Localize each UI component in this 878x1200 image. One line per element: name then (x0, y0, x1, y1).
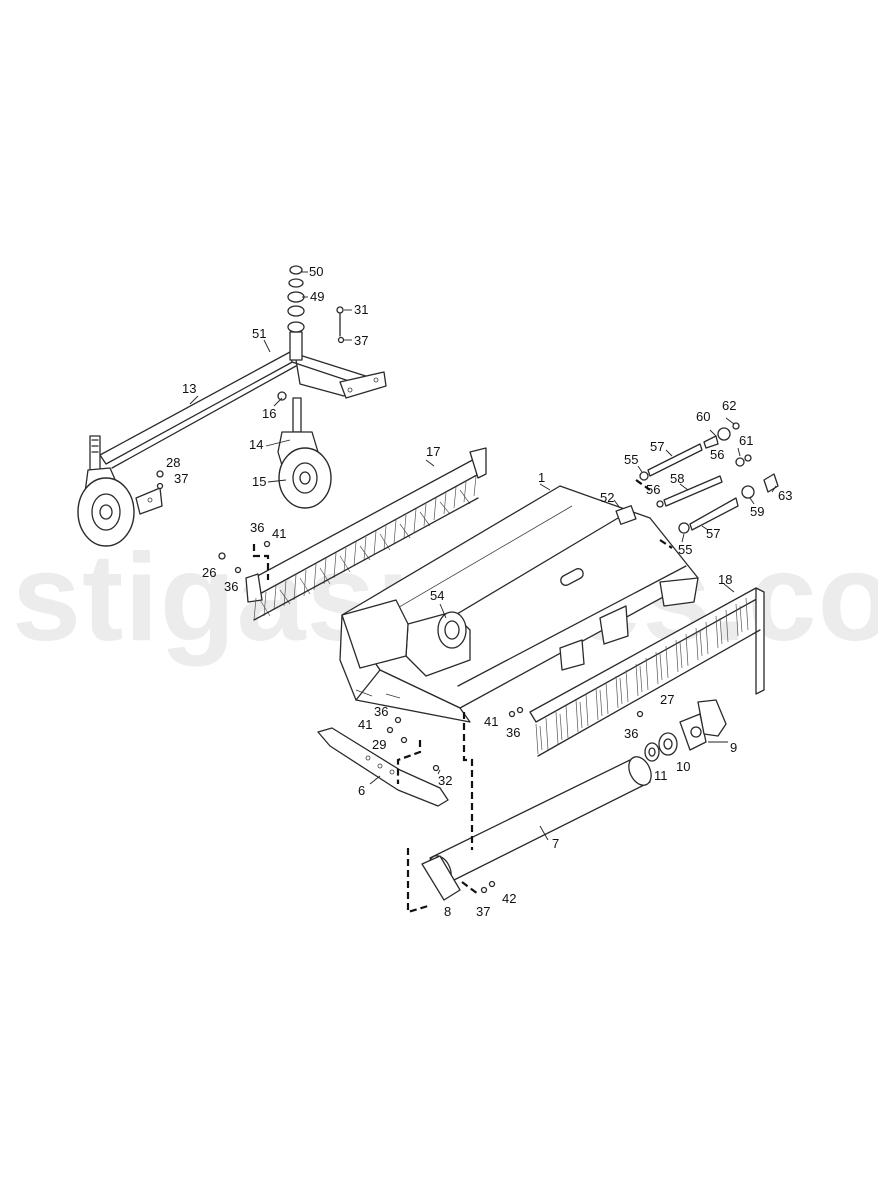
drive-shaft-parts (639, 422, 779, 534)
roller-7 (421, 756, 652, 901)
callout-11: 11 (654, 768, 668, 783)
callout-56: 56 (710, 447, 724, 462)
callout-37: 37 (476, 904, 490, 919)
callout-52: 52 (600, 490, 614, 505)
callout-36: 36 (624, 726, 638, 741)
callout-36: 36 (374, 704, 388, 719)
callout-15: 15 (252, 474, 266, 489)
callout-9: 9 (730, 740, 737, 755)
callout-49: 49 (310, 289, 324, 304)
callout-59: 59 (750, 504, 764, 519)
callout-36: 36 (506, 725, 520, 740)
callout-26: 26 (202, 565, 216, 580)
callout-18: 18 (718, 572, 732, 587)
callout-50: 50 (309, 264, 323, 279)
callout-7: 7 (552, 836, 559, 851)
callout-36: 36 (224, 579, 238, 594)
callout-14: 14 (249, 437, 263, 452)
callout-54: 54 (430, 588, 444, 603)
callout-42: 42 (502, 891, 516, 906)
callout-57: 57 (706, 526, 720, 541)
callout-56: 56 (646, 482, 660, 497)
side-bracket-6 (317, 727, 449, 807)
callout-28: 28 (166, 455, 180, 470)
leader-lines (189, 271, 777, 841)
callout-36: 36 (250, 520, 264, 535)
assembly-dashed-lines (252, 479, 673, 914)
brush-strip-18 (529, 587, 765, 757)
wheel-frame-assembly (77, 265, 387, 547)
callout-27: 27 (660, 692, 674, 707)
callout-32: 32 (438, 773, 452, 788)
callout-61: 61 (739, 433, 753, 448)
callout-41: 41 (484, 714, 498, 729)
fasteners (156, 470, 644, 894)
callout-41: 41 (272, 526, 286, 541)
callout-57: 57 (650, 439, 664, 454)
callout-63: 63 (778, 488, 792, 503)
callout-17: 17 (426, 444, 440, 459)
callout-8: 8 (444, 904, 451, 919)
callout-37: 37 (174, 471, 188, 486)
brush-strip-17 (245, 447, 487, 621)
callout-10: 10 (676, 759, 690, 774)
callout-62: 62 (722, 398, 736, 413)
callout-labels: 50 49 31 37 51 13 16 14 15 28 37 17 36 4… (166, 264, 792, 919)
callout-1: 1 (538, 470, 545, 485)
callout-6: 6 (358, 783, 365, 798)
main-housing-1 (339, 485, 699, 723)
bearing-parts (644, 699, 727, 762)
callout-16: 16 (262, 406, 276, 421)
callout-60: 60 (696, 409, 710, 424)
callout-31: 31 (354, 302, 368, 317)
callout-29: 29 (372, 737, 386, 752)
callout-51: 51 (252, 326, 266, 341)
callout-55: 55 (624, 452, 638, 467)
callout-13: 13 (182, 381, 196, 396)
callout-58: 58 (670, 471, 684, 486)
callout-41: 41 (358, 717, 372, 732)
callout-37: 37 (354, 333, 368, 348)
callout-55: 55 (678, 542, 692, 557)
